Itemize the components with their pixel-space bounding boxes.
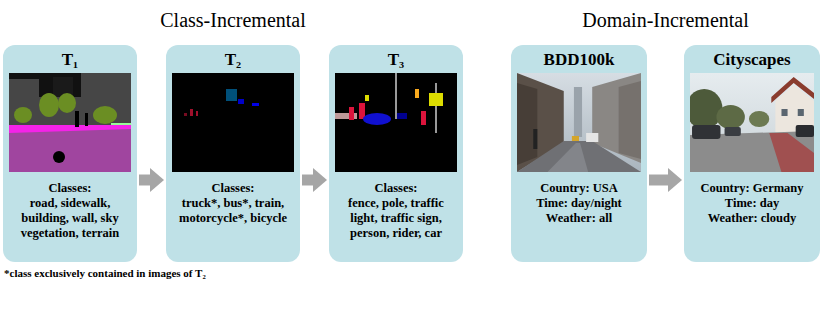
panel-heading: BDD100k: [517, 49, 641, 71]
task-panel: T₁ Classes:road, sidewalk, building, wal…: [3, 45, 137, 262]
panel-text: Weather: all: [517, 211, 641, 226]
segmentation-mask: [9, 73, 131, 172]
panel-text: Classes:: [335, 181, 457, 196]
panel-text: Time: day: [690, 196, 814, 211]
segmentation-mask: [172, 73, 294, 172]
footnote: *class exclusively contained in images o…: [4, 266, 504, 280]
panel-text: Time: day/night: [517, 196, 641, 211]
segmentation-mask: [335, 73, 457, 172]
section-heading: Class-Incremental: [0, 8, 466, 32]
task-panel: T₂ Classes:truck*, bus*, train, motorcyc…: [166, 45, 300, 262]
panel-text: Country: USA: [517, 181, 641, 196]
panel-text: Country: Germany: [690, 181, 814, 196]
task-panel: Cityscapes Country: GermanyTime: dayWeat…: [684, 45, 820, 262]
street-photo: [517, 73, 641, 172]
panel-heading: Cityscapes: [690, 49, 814, 71]
panel-text: Classes:: [172, 181, 294, 196]
task-panel: BDD100k Country: USATime: day/nightWeath…: [511, 45, 647, 262]
panel-heading: T₁: [9, 49, 131, 71]
panel-text: road, sidewalk, building, wall, sky vege…: [9, 196, 131, 241]
panel-text: Classes:: [9, 181, 131, 196]
panel-text: Weather: cloudy: [690, 211, 814, 226]
panel-heading: T₂: [172, 49, 294, 71]
street-photo: [690, 73, 814, 172]
panel-heading: T₃: [335, 49, 457, 71]
section-heading: Domain-Incremental: [511, 8, 820, 32]
panel-text: fence, pole, traffic light, traffic sign…: [335, 196, 457, 241]
block-arrow: [139, 175, 150, 186]
task-panel: T₃ Classes:fence, pole, traffic light, t…: [329, 45, 463, 262]
panel-text: truck*, bus*, train, motorcycle*, bicycl…: [172, 196, 294, 226]
block-arrow: [649, 175, 668, 186]
block-arrow: [302, 175, 313, 186]
